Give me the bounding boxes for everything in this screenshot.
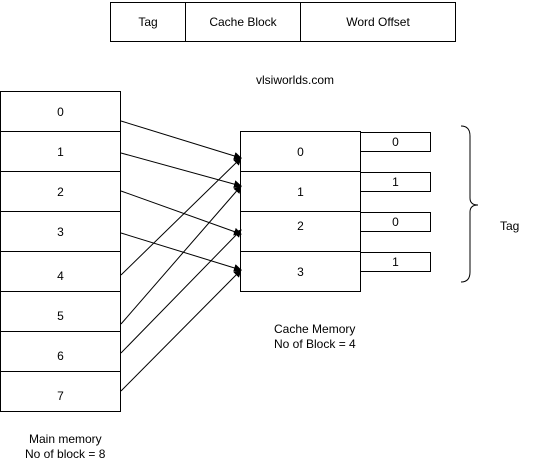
address-field-cache-block: Cache Block <box>185 2 301 42</box>
address-field-word-offset-label: Word Offset <box>346 15 410 29</box>
tag-value: 1 <box>392 255 399 269</box>
watermark-text: vlsiworlds.com <box>256 73 335 87</box>
tag-box: 0 <box>360 212 431 232</box>
cache-memory-caption-count: No of Block = 4 <box>274 337 356 351</box>
mapping-arrow <box>120 120 242 160</box>
cache-block-label: 0 <box>297 144 304 159</box>
tag-value: 1 <box>392 175 399 189</box>
address-field-tag-label: Tag <box>138 15 158 29</box>
cache-block-label: 3 <box>297 264 304 279</box>
tag-value: 0 <box>392 215 399 229</box>
address-field-cache-block-label: Cache Block <box>209 15 277 29</box>
mapping-arrow <box>120 229 242 354</box>
main-memory-block: 7 <box>0 371 121 412</box>
address-field-word-offset: Word Offset <box>300 2 456 42</box>
tag-brace <box>460 125 479 283</box>
mapping-arrow <box>120 185 242 325</box>
cache-block: 3 <box>240 251 361 292</box>
mapping-arrow <box>120 157 242 276</box>
mapping-arrow <box>120 232 242 272</box>
cache-block: 2 <box>240 211 361 252</box>
main-memory-block-label: 3 <box>57 224 64 239</box>
main-memory-block-label: 5 <box>57 309 64 323</box>
tag-box: 1 <box>360 252 431 272</box>
main-memory-block: 0 <box>0 91 121 132</box>
main-memory-block-label: 1 <box>57 144 64 159</box>
mapping-arrow <box>120 152 242 189</box>
mapping-arrow <box>120 190 242 236</box>
main-memory-caption-title: Main memory <box>29 432 102 446</box>
main-memory-caption-count: No of block = 8 <box>25 447 106 461</box>
main-memory-block-label: 4 <box>57 269 64 283</box>
tag-brace-label: Tag <box>500 219 520 233</box>
tag-box: 0 <box>360 132 431 152</box>
main-memory-block: 4 <box>0 251 121 292</box>
mapping-arrow <box>120 269 242 392</box>
main-memory-block: 2 <box>0 171 121 212</box>
main-memory-block-label: 6 <box>57 349 64 363</box>
tag-box: 1 <box>360 172 431 192</box>
cache-block-label: 1 <box>297 184 304 199</box>
address-field-tag: Tag <box>110 2 186 42</box>
main-memory-block: 6 <box>0 331 121 372</box>
main-memory-block-label: 2 <box>57 184 64 199</box>
tag-value: 0 <box>392 135 399 149</box>
main-memory-block-label: 0 <box>57 104 64 119</box>
main-memory-block: 1 <box>0 131 121 172</box>
cache-memory-caption-title: Cache Memory <box>274 322 356 336</box>
cache-block-label: 2 <box>297 219 304 233</box>
main-memory-block-label: 7 <box>57 389 64 403</box>
